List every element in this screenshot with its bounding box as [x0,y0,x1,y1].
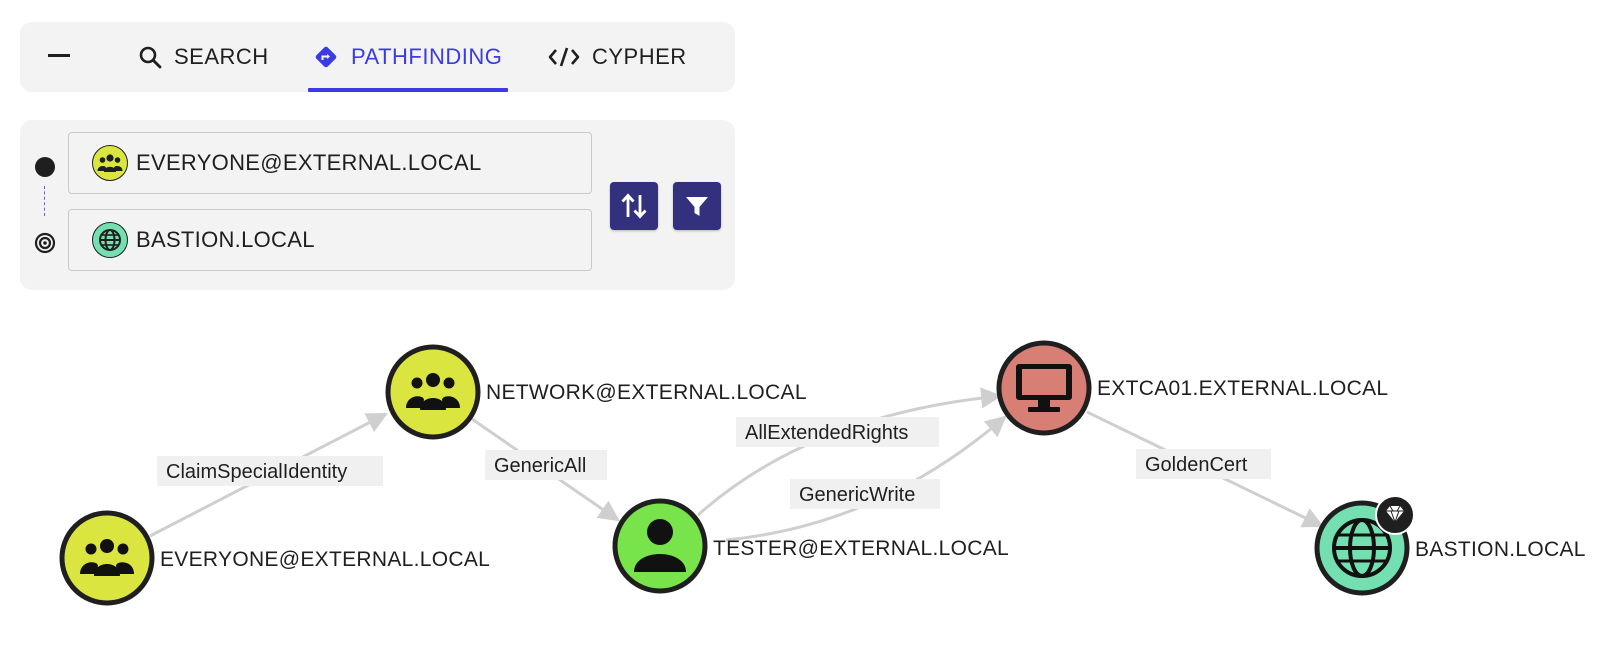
edge-label-all-extended-rights: AllExtendedRights [736,417,939,447]
tab-cypher-label: CYPHER [592,44,687,69]
tier-zero-gem-icon [1375,495,1415,535]
graph-node-everyone[interactable]: EVERYONE@EXTERNAL.LOCAL [59,510,490,606]
svg-text:GenericAll: GenericAll [494,455,586,477]
globe-icon [92,222,128,258]
graph-node-bastion[interactable]: BASTION.LOCAL [1314,495,1586,596]
user-icon [634,519,686,572]
tab-pathfinding[interactable]: PATHFINDING [307,22,509,92]
edge-label-generic-write: GenericWrite [790,479,940,509]
pathfinding-graph[interactable]: ClaimSpecialIdentity GenericAll AllExten… [0,300,1600,670]
start-node-value: EVERYONE@EXTERNAL.LOCAL [136,150,482,175]
target-icon [34,232,56,254]
search-icon [139,46,162,69]
search-mode-tabbar: SEARCH PATHFINDING CYPHER [20,22,735,92]
computer-icon [1016,364,1072,412]
start-node-marker [35,157,55,177]
svg-text:GenericWrite: GenericWrite [799,484,915,506]
graph-node-label: EVERYONE@EXTERNAL.LOCAL [160,548,490,571]
filter-icon [686,197,708,216]
svg-text:AllExtendedRights: AllExtendedRights [745,422,908,444]
code-icon [548,47,580,67]
edge-label-golden-cert: GoldenCert [1136,449,1271,479]
edge-label-claim-special-identity: ClaimSpecialIdentity [157,456,383,486]
graph-node-label: NETWORK@EXTERNAL.LOCAL [486,381,807,404]
group-icon [80,539,134,576]
globe-icon [1332,518,1392,578]
target-node-value: BASTION.LOCAL [136,227,315,252]
tab-search[interactable]: SEARCH [138,22,269,92]
path-connector [44,186,45,216]
graph-node-network[interactable]: NETWORK@EXTERNAL.LOCAL [385,344,807,440]
swap-vertical-icon [621,193,647,219]
graph-node-extca01[interactable]: EXTCA01.EXTERNAL.LOCAL [996,340,1388,436]
svg-text:ClaimSpecialIdentity: ClaimSpecialIdentity [166,461,347,483]
filter-button[interactable] [673,182,721,230]
collapse-panel-button[interactable] [48,54,70,57]
graph-node-label: BASTION.LOCAL [1415,538,1586,561]
tab-cypher[interactable]: CYPHER [548,22,687,92]
graph-node-label: TESTER@EXTERNAL.LOCAL [713,537,1009,560]
target-node-input[interactable]: BASTION.LOCAL [68,209,592,271]
group-icon [92,145,128,181]
start-node-input[interactable]: EVERYONE@EXTERNAL.LOCAL [68,132,592,194]
tab-pathfinding-label: PATHFINDING [351,44,503,69]
group-icon [406,373,460,410]
directions-icon [315,46,337,68]
tab-search-label: SEARCH [174,44,269,69]
edge-label-generic-all: GenericAll [485,450,607,480]
graph-node-tester[interactable]: TESTER@EXTERNAL.LOCAL [612,498,1009,594]
graph-node-label: EXTCA01.EXTERNAL.LOCAL [1097,377,1388,400]
pathfinding-panel: EVERYONE@EXTERNAL.LOCAL BASTION.LOCAL [20,120,735,290]
swap-nodes-button[interactable] [610,182,658,230]
svg-text:GoldenCert: GoldenCert [1145,454,1248,476]
